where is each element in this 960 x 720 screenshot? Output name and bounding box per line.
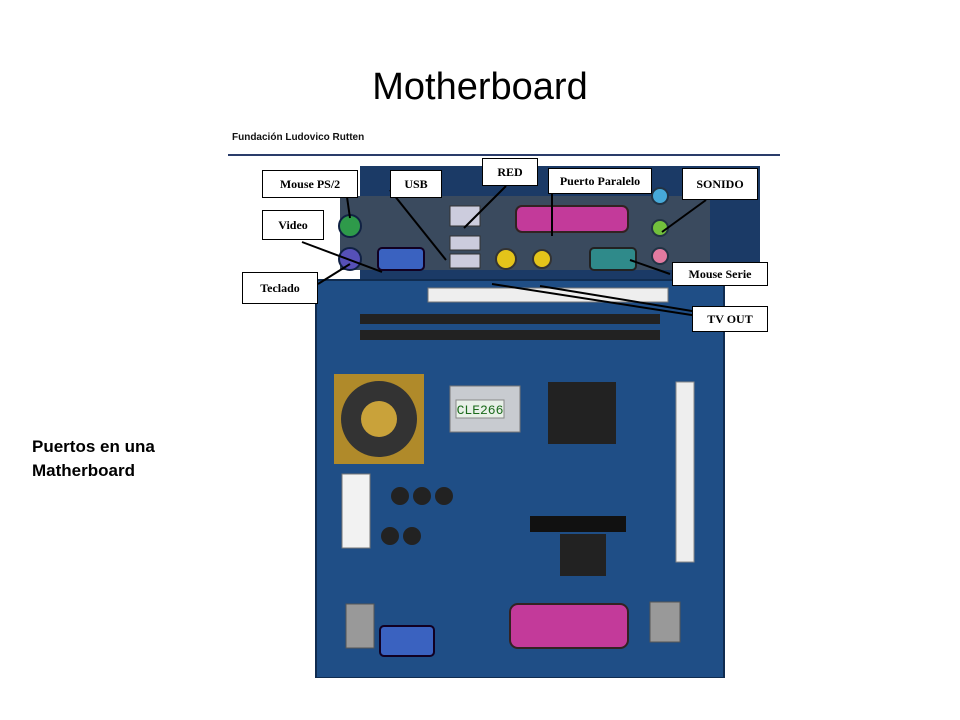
chip-label: CLE266 [457, 403, 504, 418]
caption-line-1: Puertos en una [32, 437, 155, 456]
side-caption: Puertos en una Matherboard [32, 435, 155, 483]
header-divider [228, 154, 780, 156]
callout-teclado: Teclado [242, 272, 318, 304]
caption-line-2: Matherboard [32, 461, 135, 480]
callout-red: RED [482, 158, 538, 186]
callout-video: Video [262, 210, 324, 240]
callout-mouse-serie: Mouse Serie [672, 262, 768, 286]
figure-header: Fundación Ludovico Rutten [232, 132, 365, 143]
callout-tv-out: TV OUT [692, 306, 768, 332]
slide-title: Motherboard [372, 66, 588, 108]
callout-usb: USB [390, 170, 442, 198]
callout-sonido: SONIDO [682, 168, 758, 200]
callout-mouse-ps2: Mouse PS/2 [262, 170, 358, 198]
motherboard-photo: CLE266 [301, 166, 760, 678]
callout-puerto-paralelo: Puerto Paralelo [548, 168, 652, 194]
